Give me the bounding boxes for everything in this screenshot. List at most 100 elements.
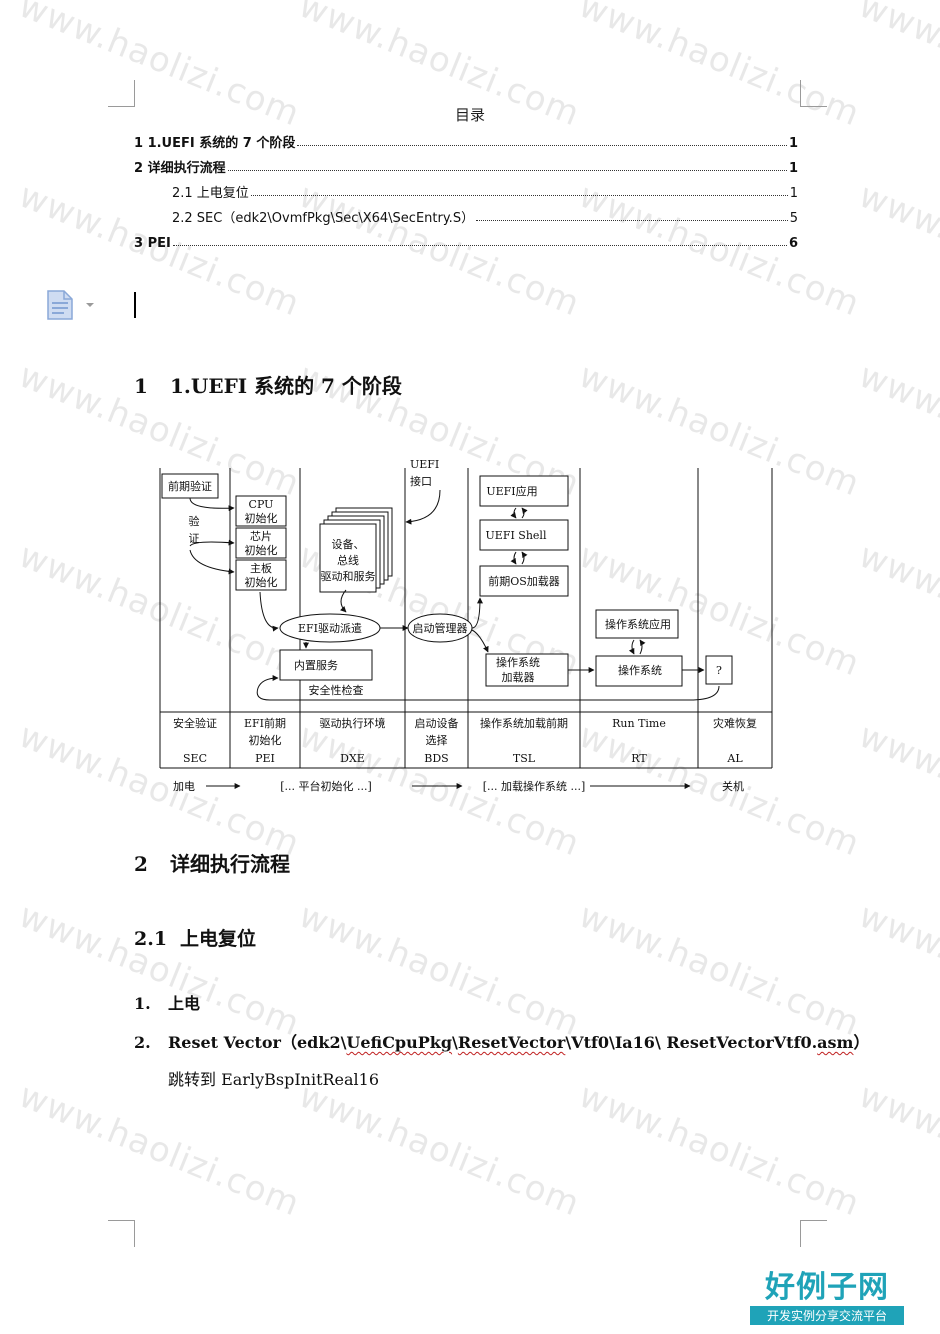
label-bus: 总线 <box>337 553 359 567</box>
box-chip-init <box>235 527 287 559</box>
label-early-os-loader: 前期OS加载器 <box>488 574 560 588</box>
box-cpu-init <box>235 495 287 527</box>
toc-entry-page: 5 <box>789 211 798 226</box>
toc-entry[interactable]: 3 PEI 6 <box>134 231 798 251</box>
label-devices: 设备、 <box>332 537 365 551</box>
watermark-text: www.haolizi.com <box>573 1075 866 1225</box>
toc-entry-label: 2.2 SEC（edk2\OvmfPkg\Sec\X64\SecEntry.S） <box>172 211 475 226</box>
list-number: 1. <box>134 994 151 1013</box>
label-os: 操作系统 <box>618 663 662 677</box>
text-cursor <box>134 292 136 318</box>
watermark-text: www.haolizi.com <box>853 175 940 325</box>
box-builtin-services <box>279 649 373 681</box>
label-interface: 接口 <box>410 475 432 488</box>
toc-entry-page: 1 <box>789 186 798 201</box>
watermark-text: www.haolizi.com <box>853 1075 940 1225</box>
box-uefi-app <box>479 475 569 507</box>
phase-abbr-label: TSL <box>513 752 536 765</box>
phase-abbr-label: BDS <box>424 752 448 765</box>
list-text-a: Reset Vector（edk2\ <box>168 1033 347 1052</box>
toc-entry-label: 3 PEI <box>134 236 171 251</box>
box-os-loader <box>485 653 569 687</box>
label-verify-2: 证 <box>189 532 200 545</box>
list-number: 2. <box>134 1033 151 1052</box>
toc-entry-label: 2.1 上电复位 <box>172 186 249 201</box>
toc-title: 目录 <box>454 106 485 124</box>
heading-number: 2 <box>134 852 148 876</box>
watermark-text: www.haolizi.com <box>853 715 940 865</box>
list-item: 1. 上电 <box>134 990 200 1014</box>
label-efi-dispatch: EFI驱动派遣 <box>298 621 362 635</box>
toc-entry[interactable]: 2.1 上电复位 1 <box>172 181 798 201</box>
toc-entry-label: 1 1.UEFI 系统的 7 个阶段 <box>134 136 296 151</box>
label-builtin-services: 内置服务 <box>294 658 338 672</box>
phase-abbr-label: SEC <box>183 752 207 765</box>
label-os-loader-1: 操作系统 <box>496 655 540 669</box>
heading-text: 详细执行流程 <box>170 852 290 876</box>
page-corner-bottom-left <box>108 1220 135 1247</box>
logo-subtitle: 开发实例分享交流平台 <box>750 1306 904 1325</box>
list-text-c: \Vtf0\Ia16\ ResetVectorVtf0. <box>565 1033 818 1052</box>
list-text-squig-3: asm <box>817 1033 854 1052</box>
label-chip: 芯片 <box>250 529 272 543</box>
label-cpu: CPU <box>249 498 274 511</box>
page-corner-top-right <box>800 80 827 107</box>
site-logo: 好例子网 开发实例分享交流平台 <box>750 1262 904 1325</box>
logo-title: 好例子网 <box>765 1270 889 1305</box>
page-corner-top-left <box>108 80 135 107</box>
timeline-shutdown: 关机 <box>722 779 744 793</box>
label-unknown: ? <box>716 664 722 677</box>
phase-abbr-label: RT <box>631 752 647 765</box>
phase-name-label: EFI前期 <box>244 716 286 730</box>
toc-entry-page: 6 <box>788 236 798 251</box>
box-uefi-shell <box>479 519 569 551</box>
box-os-app <box>595 609 679 639</box>
phase-name-label: 初始化 <box>249 733 282 747</box>
toc-entry[interactable]: 2 详细执行流程 1 <box>134 156 798 176</box>
box-unknown <box>705 655 733 685</box>
label-board-init: 初始化 <box>245 575 278 589</box>
box-board-init <box>235 559 287 591</box>
phase-name-label: 灾难恢复 <box>713 716 757 730</box>
label-pre-verify: 前期验证 <box>168 479 212 493</box>
list-text-b: \ <box>452 1033 458 1052</box>
phase-name-label: 驱动执行环境 <box>320 716 386 730</box>
phase-abbr-label: DXE <box>340 752 365 765</box>
phase-abbr-label: AL <box>726 752 743 765</box>
label-chip-init: 初始化 <box>245 543 278 557</box>
label-os-app: 操作系统应用 <box>605 617 671 631</box>
phase-name-label: Run Time <box>612 717 666 730</box>
label-drivers-services: 驱动和服务 <box>321 570 376 583</box>
box-os <box>595 655 683 687</box>
watermark-text: www.haolizi.com <box>13 1075 306 1225</box>
phase-name-label: 选择 <box>426 733 448 747</box>
phase-name-label: 启动设备 <box>415 716 459 730</box>
label-boot-manager: 启动管理器 <box>413 621 468 635</box>
watermark-text: www.haolizi.com <box>13 895 306 1045</box>
box-pre-verify <box>161 473 219 499</box>
toc-entry[interactable]: 1 1.UEFI 系统的 7 个阶段 1 <box>134 131 798 151</box>
timeline-platform-init: [... 平台初始化 ...] <box>280 779 372 793</box>
watermark-text: www.haolizi.com <box>853 355 940 505</box>
list-text: 上电 <box>168 994 201 1013</box>
timeline-load-os: [... 加载操作系统 ...] <box>483 779 586 793</box>
watermark-text: www.haolizi.com <box>853 535 940 685</box>
label-os-loader-2: 加载器 <box>502 671 535 684</box>
toc-entry-page: 1 <box>788 136 798 151</box>
heading-text: 1.UEFI 系统的 7 个阶段 <box>170 374 402 398</box>
label-uefi: UEFI <box>410 458 439 471</box>
label-security-check: 安全性检查 <box>309 683 364 697</box>
label-board: 主板 <box>250 561 272 575</box>
list-text-d: ） <box>853 1033 870 1052</box>
paragraph-options-icon[interactable] <box>46 289 100 325</box>
toc-entry-page: 1 <box>788 161 798 176</box>
list-item: 2.Reset Vector（edk2\UefiCpuPkg\ResetVect… <box>134 1029 869 1053</box>
toc-entry[interactable]: 2.2 SEC（edk2\OvmfPkg\Sec\X64\SecEntry.S）… <box>172 206 798 226</box>
watermark-text: www.haolizi.com <box>293 895 586 1045</box>
toc-entry-label: 2 详细执行流程 <box>134 161 226 176</box>
box-devices <box>319 523 377 593</box>
uefi-phases-diagram: 前期验证 验 证 CPU 初始化 芯片 初始化 主板 初始化 设备、 总线 驱动… <box>159 458 773 793</box>
watermark-text: www.haolizi.com <box>853 895 940 1045</box>
watermark-text: www.haolizi.com <box>573 895 866 1045</box>
label-uefi-app: UEFI应用 <box>486 484 537 498</box>
